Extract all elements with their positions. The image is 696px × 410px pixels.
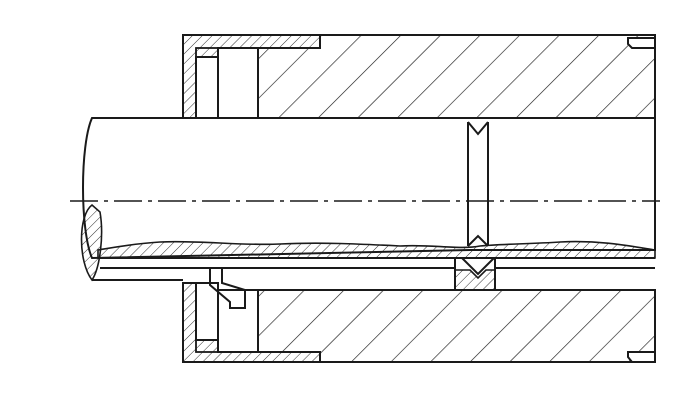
shaft-body (82, 117, 656, 260)
end-cap (182, 34, 321, 363)
groove-bottom-chevron (467, 234, 489, 247)
right-keyways (627, 37, 656, 363)
lower-gland-ring (217, 289, 259, 353)
retaining-clip-outline (209, 268, 246, 309)
lower-seal-ring (454, 269, 496, 291)
groove-top-chevron (467, 121, 489, 136)
upper-keyway (627, 37, 656, 49)
upper-gland-cavity (195, 56, 219, 119)
retaining-clip (209, 268, 246, 309)
lower-shim (195, 339, 219, 353)
lower-gland-cavity (195, 282, 219, 341)
bore-liner (97, 240, 656, 259)
shaft (80, 117, 656, 282)
lower-keyway (627, 351, 656, 363)
shaft-break-section (80, 203, 103, 282)
seal-groove (454, 121, 496, 291)
upper-gland-ring (217, 47, 259, 119)
lower-seal-chevron (461, 257, 495, 276)
upper-shim (195, 47, 219, 58)
